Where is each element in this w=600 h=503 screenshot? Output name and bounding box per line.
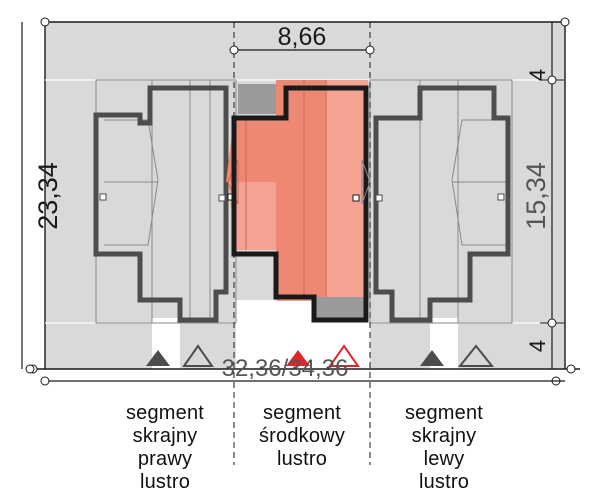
- triangle-filled-icon: [146, 350, 170, 366]
- caption-line: prawy: [137, 448, 193, 470]
- triangle-outline-icon: [457, 344, 495, 367]
- triangle-outline-icon: [328, 344, 360, 367]
- caption-line: lustro: [418, 471, 470, 493]
- setback-back-label: 4: [525, 69, 550, 81]
- segment-separators: [233, 22, 371, 465]
- garage-roof-top: [238, 84, 278, 114]
- caption-line: segment: [404, 402, 484, 424]
- caption-line: skrajny: [411, 425, 477, 447]
- setback-front-label: 4: [525, 340, 550, 352]
- caption-line: środkowy: [258, 425, 346, 447]
- triangle-filled-icon: [286, 350, 310, 366]
- caption-line: lewy: [423, 448, 465, 470]
- entrance-markers: [146, 344, 495, 367]
- middle-segment-house: [226, 80, 369, 323]
- right-segment-house: [361, 79, 513, 324]
- caption-line: skrajny: [132, 425, 198, 447]
- caption-middle-segment: segment środkowy lustro: [232, 402, 372, 471]
- triangle-filled-icon: [420, 350, 444, 366]
- garage-roof-bottom: [314, 297, 368, 319]
- house-depth-label: 15,34: [521, 162, 551, 230]
- caption-line: segment: [125, 402, 205, 424]
- caption-line: lustro: [276, 448, 328, 470]
- caption-line: segment: [262, 402, 342, 424]
- caption-line: lustro: [139, 471, 191, 493]
- plot-depth-dimension: 23,34: [21, 17, 63, 374]
- segment-width-label: 8,66: [278, 23, 327, 51]
- right-dimensions: 4 15,34 4: [521, 17, 576, 386]
- segment-width-dimension: 8,66: [229, 23, 375, 55]
- plot-depth-label: 23,34: [33, 162, 63, 230]
- caption-right-segment: segment skrajny lewy lustro: [374, 402, 514, 494]
- plot-width-label: 32,36/34,36: [222, 355, 349, 382]
- plot-width-dimension: 32,36/34,36: [25, 355, 565, 386]
- caption-left-segment: segment skrajny prawy lustro: [95, 402, 235, 494]
- triangle-outline-icon: [182, 344, 214, 367]
- left-segment-house: [93, 79, 237, 324]
